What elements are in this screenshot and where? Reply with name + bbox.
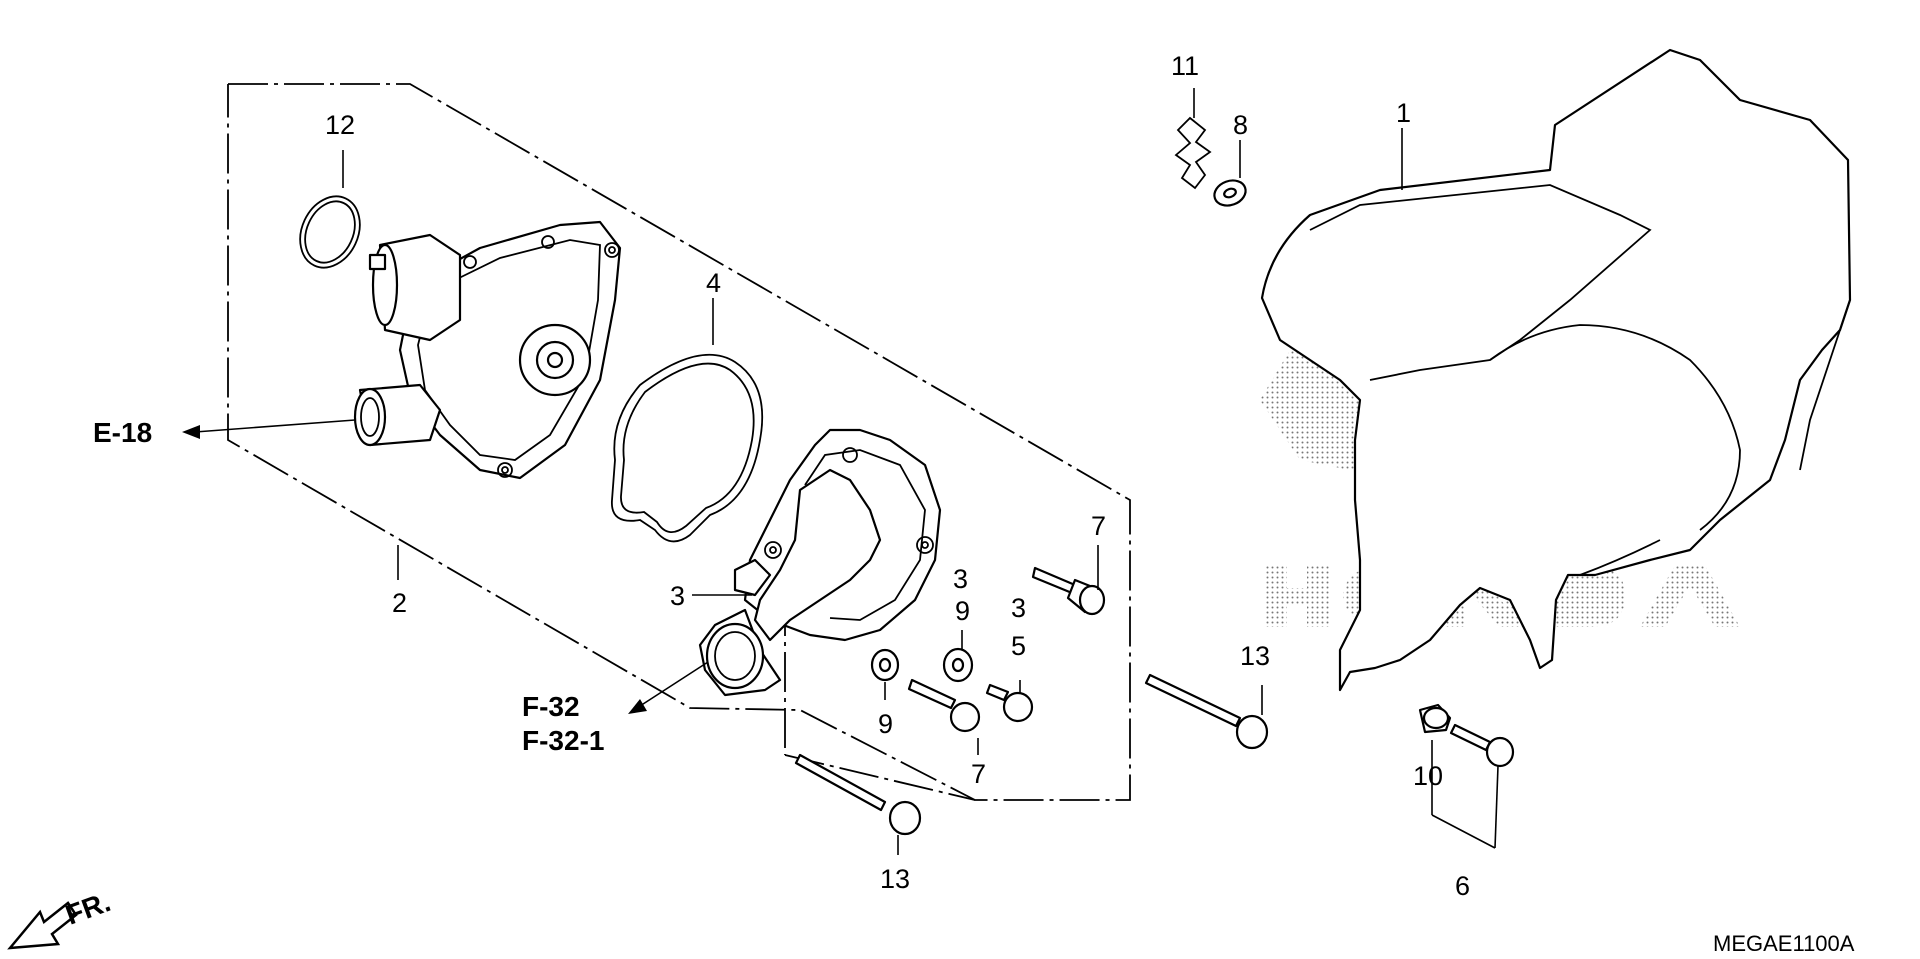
callout-1: 1 (1396, 98, 1411, 128)
diagram-code: MEGAE1100A (1713, 931, 1855, 956)
callout-13-middle: 13 (1240, 641, 1270, 671)
bolt-6 (1449, 723, 1515, 768)
reference-arrows (182, 419, 709, 714)
callout-7-lower: 7 (971, 759, 986, 789)
water-pump-assembly-2 (353, 220, 622, 480)
callout-5: 5 (1011, 631, 1026, 661)
callout-3-cover: 3 (670, 581, 685, 611)
callout-9-top: 9 (955, 596, 970, 626)
gasket-4 (611, 353, 764, 543)
leader-lines (342, 88, 1499, 855)
callout-6: 6 (1455, 871, 1470, 901)
clip-11 (1174, 116, 1212, 190)
cap-nut-10 (1418, 703, 1452, 734)
bolt-5 (985, 683, 1034, 723)
washer-9-top (942, 647, 974, 683)
reference-f-32: F-32 (522, 691, 580, 722)
washer-9-bottom (870, 648, 900, 682)
callout-4: 4 (706, 268, 721, 298)
reference-f-32-1: F-32-1 (522, 725, 604, 756)
callout-3-bolt: 3 (1011, 593, 1026, 623)
cover-1 (1260, 48, 1852, 692)
callout-2: 2 (392, 588, 407, 618)
bolt-13-lower (794, 753, 922, 836)
front-direction-label: FR. (61, 886, 114, 931)
o-ring-12 (299, 195, 361, 269)
bolt-7-lower (907, 678, 981, 733)
bolt-13-middle (1144, 673, 1269, 750)
callout-13-lower: 13 (880, 864, 910, 894)
callout-12: 12 (325, 110, 355, 140)
water-pump-cover-3 (698, 428, 942, 697)
front-direction-arrow-icon: FR. (7, 886, 114, 950)
washer-8 (1213, 179, 1247, 207)
reference-e-18: E-18 (93, 417, 152, 448)
callout-3-washer: 3 (953, 564, 968, 594)
callout-7-upper: 7 (1091, 511, 1106, 541)
callout-9-bottom: 9 (878, 709, 893, 739)
callout-10: 10 (1413, 761, 1443, 791)
bolt-7-upper (1031, 566, 1106, 616)
callout-11: 11 (1171, 51, 1199, 81)
callout-8: 8 (1233, 110, 1248, 140)
